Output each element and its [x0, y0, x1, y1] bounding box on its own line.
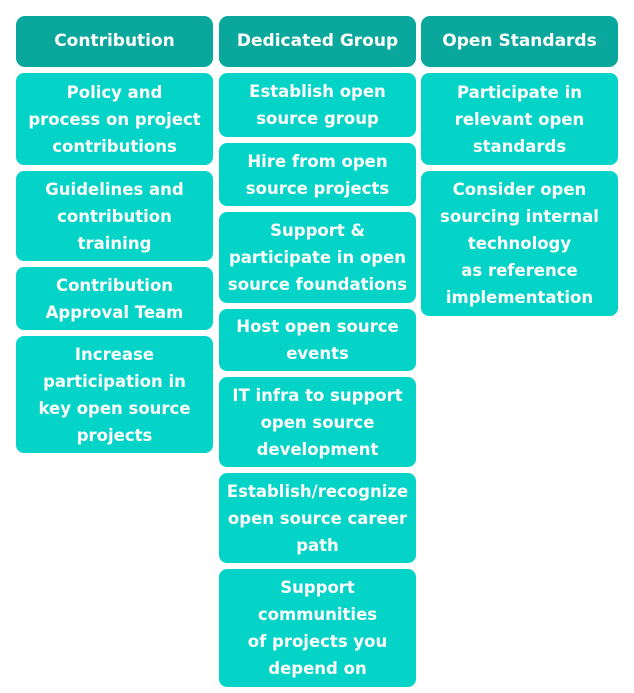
diagram-cell: Hire from open source projects: [219, 143, 416, 206]
cell-label: Policy and process on project contributi…: [28, 82, 201, 156]
cell-label: Contribution Approval Team: [45, 275, 184, 322]
cell-label: Support communities of projects you depe…: [247, 578, 388, 678]
column-header: Contribution: [16, 16, 213, 67]
column-open-standards: Open Standards Participate in relevant o…: [421, 16, 618, 316]
cell-label: Consider open sourcing internal technolo…: [440, 180, 599, 307]
diagram-cell: Support & participate in open source fou…: [219, 212, 416, 303]
cell-label: Establish/recognize open source career p…: [226, 481, 409, 555]
column-header-label: Contribution: [54, 31, 175, 51]
diagram-cell: Establish/recognize open source career p…: [219, 473, 416, 563]
cell-label: Participate in relevant open standards: [454, 82, 585, 156]
column-contribution: Contribution Policy and process on proje…: [16, 16, 213, 453]
column-header-label: Open Standards: [442, 31, 597, 51]
cell-label: Hire from open source projects: [245, 151, 390, 198]
column-dedicated-group: Dedicated Group Establish open source gr…: [219, 16, 416, 687]
cell-label: Increase participation in key open sourc…: [38, 344, 191, 445]
cell-label: Support & participate in open source fou…: [227, 221, 408, 294]
cell-label: Guidelines and contribution training: [45, 179, 184, 253]
diagram-cell: Policy and process on project contributi…: [16, 73, 213, 165]
diagram-cell: Host open source events: [219, 309, 416, 371]
cell-label: IT infra to support open source developm…: [232, 385, 403, 459]
diagram-cell: Establish open source group: [219, 73, 416, 137]
diagram-cell: Participate in relevant open standards: [421, 73, 618, 165]
cell-label: Host open source events: [236, 317, 399, 363]
diagram-cell: Support communities of projects you depe…: [219, 569, 416, 687]
diagram-cell: Increase participation in key open sourc…: [16, 336, 213, 453]
diagram-cell: Consider open sourcing internal technolo…: [421, 171, 618, 316]
column-header: Open Standards: [421, 16, 618, 67]
diagram-cell: Guidelines and contribution training: [16, 171, 213, 261]
diagram-cell: IT infra to support open source developm…: [219, 377, 416, 467]
column-header-label: Dedicated Group: [236, 31, 399, 51]
column-header: Dedicated Group: [219, 16, 416, 67]
diagram-cell: Contribution Approval Team: [16, 267, 213, 330]
cell-label: Establish open source group: [249, 82, 386, 128]
